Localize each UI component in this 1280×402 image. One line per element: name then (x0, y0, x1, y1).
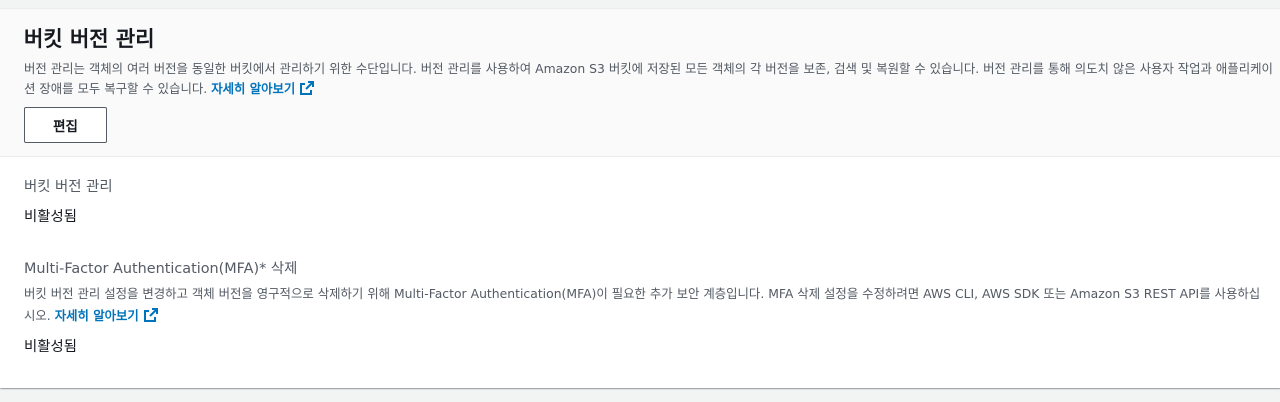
edit-button[interactable]: 편집 (24, 107, 107, 143)
versioning-label: 버킷 버전 관리 (24, 179, 113, 195)
external-link-icon (143, 308, 158, 322)
panel-header: 버킷 버전 관리 버전 관리는 객체의 여러 버전을 동일한 버킷에서 관리하기… (0, 9, 1280, 157)
panel-description: 버전 관리는 객체의 여러 버전을 동일한 버킷에서 관리하기 위한 수단입니다… (24, 59, 1274, 99)
mfa-delete-description-text: 버킷 버전 관리 설정을 변경하고 객체 버전을 영구적으로 삭제하기 위해 M… (24, 286, 1261, 323)
bucket-versioning-panel: 버킷 버전 관리 버전 관리는 객체의 여러 버전을 동일한 버킷에서 관리하기… (0, 8, 1280, 388)
panel-description-text: 버전 관리는 객체의 여러 버전을 동일한 버킷에서 관리하기 위한 수단입니다… (24, 61, 1273, 96)
mfa-learn-more-label: 자세히 알아보기 (54, 308, 139, 323)
mfa-delete-field: Multi-Factor Authentication(MFA)* 삭제 버킷 … (24, 259, 1260, 357)
versioning-status: 비활성됨 (24, 209, 77, 225)
mfa-learn-more-link[interactable]: 자세히 알아보기 (55, 308, 159, 323)
learn-more-label: 자세히 알아보기 (211, 81, 296, 96)
mfa-delete-status: 비활성됨 (24, 339, 77, 355)
mfa-delete-description: 버킷 버전 관리 설정을 변경하고 객체 버전을 영구적으로 삭제하기 위해 M… (24, 283, 1264, 327)
panel-body: 버킷 버전 관리 비활성됨 Multi-Factor Authenticatio… (0, 157, 1280, 357)
panel-title: 버킷 버전 관리 (24, 27, 155, 51)
versioning-field: 버킷 버전 관리 비활성됨 (24, 177, 1256, 227)
mfa-delete-label: Multi-Factor Authentication(MFA)* 삭제 (24, 261, 298, 277)
learn-more-link[interactable]: 자세히 알아보기 (211, 81, 315, 96)
external-link-icon (300, 81, 315, 95)
